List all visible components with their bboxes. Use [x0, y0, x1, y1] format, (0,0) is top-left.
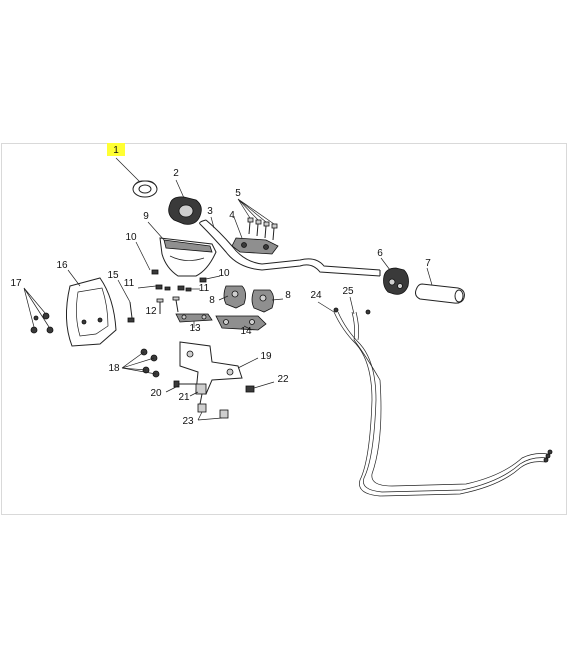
callout-6[interactable]: 6 [377, 248, 383, 259]
part-12-bolts[interactable] [156, 296, 180, 314]
callout-19[interactable]: 19 [260, 351, 272, 362]
leader-6 [380, 257, 391, 271]
part-5-clamp-bolts[interactable] [247, 217, 278, 241]
leader-20 [165, 385, 179, 393]
callout-20[interactable]: 20 [150, 388, 162, 399]
part-17-fasteners[interactable] [30, 312, 54, 334]
leader-19 [237, 357, 259, 369]
callout-14[interactable]: 14 [240, 326, 252, 337]
part-24-throttle-cable[interactable] [333, 307, 549, 497]
part-22-nut[interactable] [245, 385, 255, 393]
callout-15[interactable]: 15 [107, 270, 119, 281]
part-11-screw-left[interactable] [155, 284, 171, 291]
leader-22 [253, 381, 275, 389]
callout-25[interactable]: 25 [342, 286, 354, 297]
part-4-bar-clamp[interactable] [231, 237, 279, 255]
part-25-choke-cable[interactable] [351, 309, 553, 487]
leader-2 [175, 179, 185, 199]
leader-10a [135, 241, 151, 271]
callout-11a[interactable]: 11 [124, 278, 135, 289]
part-23-spacers[interactable] [197, 403, 229, 419]
leader-18 [121, 351, 157, 375]
callout-10b[interactable]: 10 [218, 268, 230, 279]
callout-2[interactable]: 2 [173, 168, 179, 179]
part-2-throttle-housing[interactable] [168, 196, 202, 225]
part-13-bracket[interactable] [175, 313, 213, 323]
callout-18[interactable]: 18 [108, 363, 120, 374]
callout-4[interactable]: 4 [229, 210, 235, 221]
leader-14 [243, 325, 253, 331]
leader-5 [237, 198, 275, 225]
part-19-mount-bracket[interactable] [179, 341, 243, 405]
callout-3[interactable]: 3 [207, 206, 213, 217]
callout-1[interactable]: 1 [113, 145, 119, 156]
callout-9[interactable]: 9 [143, 211, 149, 222]
part-14-lower-bracket[interactable] [215, 315, 267, 331]
leader-24 [317, 301, 335, 313]
leader-11a [137, 285, 157, 289]
part-8-riser-left[interactable] [223, 285, 246, 309]
part-10-nut-left[interactable] [151, 269, 159, 275]
leader-8b [271, 298, 284, 301]
leader-8a [218, 295, 229, 301]
callout-21[interactable]: 21 [178, 392, 190, 403]
callout-8b[interactable]: 8 [285, 290, 291, 301]
callout-24[interactable]: 24 [310, 290, 322, 301]
part-6-switch-housing[interactable] [383, 267, 409, 295]
part-16-headlight-cowl[interactable] [66, 277, 117, 347]
leader-16 [67, 269, 81, 287]
part-9-instrument-cluster[interactable] [159, 237, 217, 277]
leader-21 [189, 391, 199, 397]
leader-4 [233, 216, 243, 239]
callout-8a[interactable]: 8 [209, 295, 215, 306]
part-8-riser-right[interactable] [251, 289, 274, 313]
leader-9 [147, 221, 165, 241]
leader-25 [349, 296, 355, 315]
callout-10a[interactable]: 10 [125, 232, 137, 243]
part-3-handlebar[interactable] [199, 219, 381, 277]
callout-13[interactable]: 13 [189, 323, 201, 334]
leader-23 [197, 411, 223, 421]
callout-5[interactable]: 5 [235, 188, 241, 199]
callout-11b[interactable]: 11 [199, 283, 210, 294]
leader-7 [426, 267, 433, 286]
part-10-nut-right[interactable] [199, 277, 207, 283]
part-1-grip-sleeve[interactable] [132, 180, 158, 198]
callout-12[interactable]: 12 [145, 306, 157, 317]
diagram-frame [1, 143, 567, 515]
part-21-bushing[interactable] [195, 383, 207, 395]
leader-1 [115, 157, 141, 183]
leader-17 [23, 287, 50, 328]
leader-10b [205, 275, 221, 280]
callout-22[interactable]: 22 [277, 374, 289, 385]
callout-16[interactable]: 16 [56, 260, 68, 271]
callout-1-highlight [107, 143, 125, 156]
leader-15 [117, 279, 131, 303]
part-11-screw-right[interactable] [177, 285, 192, 292]
callout-23[interactable]: 23 [182, 416, 194, 427]
part-7-left-grip[interactable] [415, 283, 465, 304]
callout-17[interactable]: 17 [10, 278, 22, 289]
leader-3 [210, 216, 215, 229]
part-15-screw[interactable] [127, 301, 135, 323]
callout-7[interactable]: 7 [425, 258, 431, 269]
